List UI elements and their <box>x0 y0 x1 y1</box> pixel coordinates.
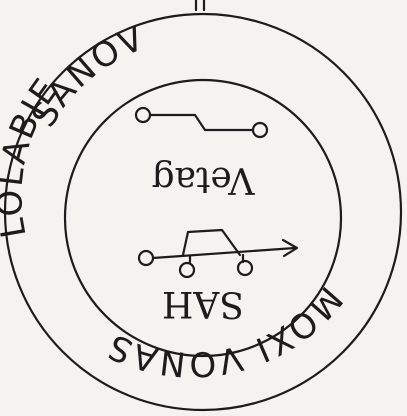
ring-text-bottom-group: LOLABIE <box>0 70 67 241</box>
upper-sigil <box>136 108 267 137</box>
hanging-loop <box>196 0 204 10</box>
inner-text-upper: Vetag <box>152 159 256 200</box>
inner-text-lower-group: SAH <box>162 283 244 324</box>
inner-text-upper-group: Vetag <box>152 159 256 200</box>
inner-text-lower: SAH <box>162 283 244 324</box>
lower-sigil <box>139 230 297 277</box>
ring-text-bottom: LOLABIE <box>0 70 67 241</box>
